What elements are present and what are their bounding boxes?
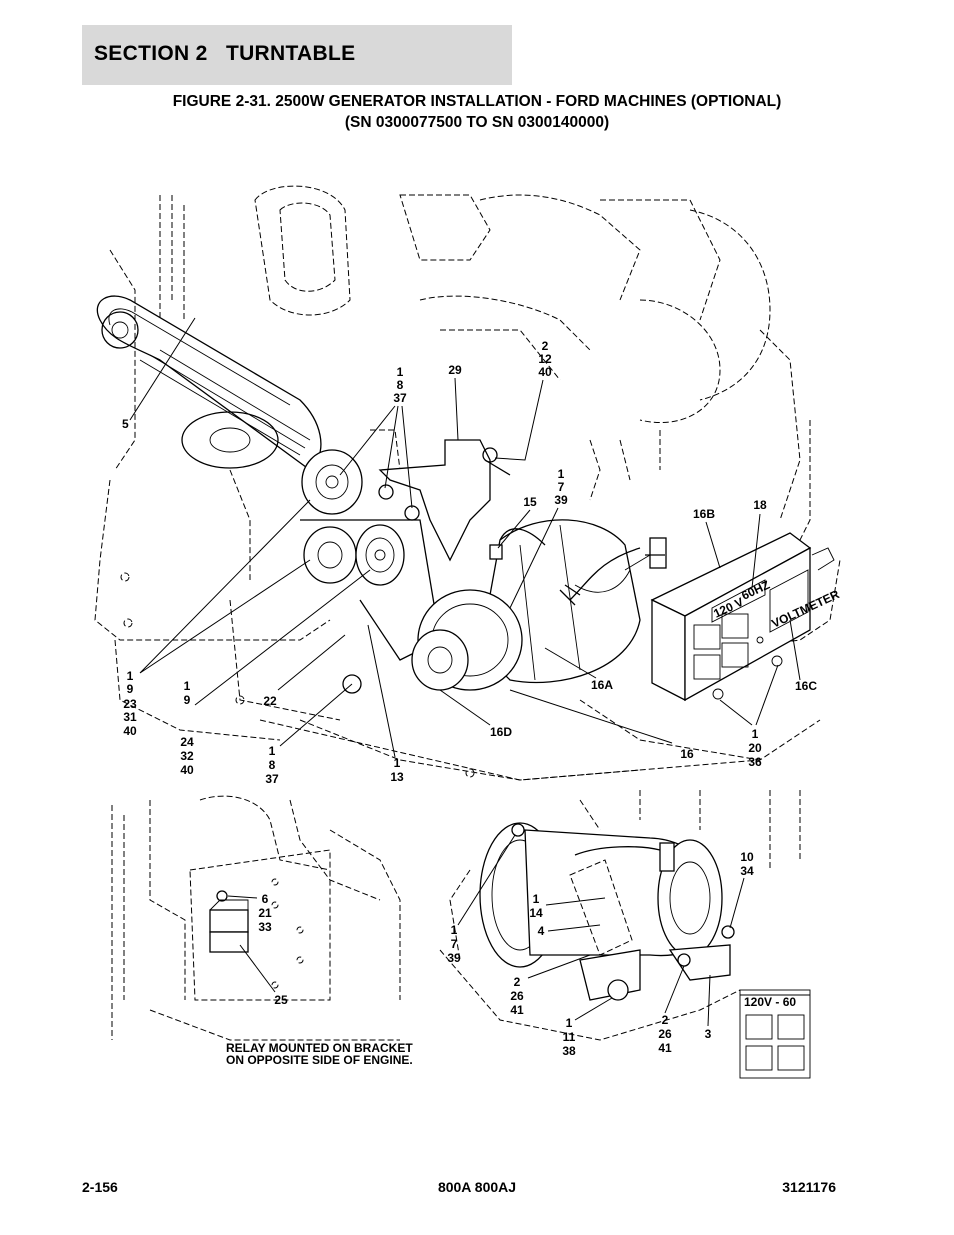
callout-16d: 16D: [490, 725, 512, 739]
callout-40-c: 40: [180, 763, 194, 777]
main-callouts: 5 1 8 37 29 2 12 40 1 7 39 15 16B 18 1 9…: [122, 317, 817, 786]
relay-note-line2: ON OPPOSITE SIDE OF ENGINE.: [226, 1053, 413, 1067]
callout-33: 33: [258, 920, 272, 934]
callout-3: 3: [705, 1027, 712, 1041]
callout-20: 20: [748, 741, 762, 755]
generator-bracket: [378, 439, 511, 562]
callout-39-b: 39: [447, 951, 461, 965]
page-number: 2-156: [82, 1179, 118, 1195]
callout-9-b: 9: [184, 693, 191, 707]
generator-inset: 120V - 60 10 34 1 14 4 1 7 39 2 26 41 1 …: [439, 790, 811, 1079]
callout-16b: 16B: [693, 507, 715, 521]
relay-inset: 6 21 33 25 RELAY MOUNTED ON BRACKET ON O…: [111, 795, 413, 1067]
generator-pulley: [342, 589, 523, 694]
callout-6: 6: [262, 892, 269, 906]
callout-21: 21: [258, 906, 272, 920]
callout-4: 4: [538, 924, 545, 938]
control-box: 120 V 60HZ VOLTMETER: [650, 532, 842, 702]
callout-1-i: 1: [451, 923, 458, 937]
callout-34: 34: [740, 864, 754, 878]
relay-note-line1: RELAY MOUNTED ON BRACKET: [226, 1041, 413, 1055]
callout-1-h: 1: [533, 892, 540, 906]
callout-10: 10: [740, 850, 754, 864]
callout-31: 31: [123, 710, 137, 724]
callout-7-a: 7: [558, 480, 565, 494]
figure-title: FIGURE 2-31. 2500W GENERATOR INSTALLATIO…: [172, 93, 782, 110]
callout-8-top: 8: [397, 378, 404, 392]
callout-40-a: 40: [538, 365, 552, 379]
section-title: SECTION 2 TURNTABLE: [94, 42, 356, 65]
callout-1-d: 1: [184, 679, 191, 693]
callout-26-b: 26: [658, 1027, 672, 1041]
callout-32: 32: [180, 749, 194, 763]
section-header: SECTION 2 TURNTABLE: [82, 25, 512, 85]
callout-24: 24: [180, 735, 194, 749]
callout-25: 25: [274, 993, 288, 1007]
callout-1-b: 1: [558, 467, 565, 481]
inset-panel-label: 120V - 60: [744, 995, 796, 1009]
callout-23: 23: [123, 697, 137, 711]
callout-1-f: 1: [394, 756, 401, 770]
callout-16a: 16A: [591, 678, 613, 692]
callout-39-a: 39: [554, 493, 568, 507]
callout-5: 5: [122, 417, 129, 431]
wiring-harness: [489, 528, 665, 601]
callout-2-b: 2: [514, 975, 521, 989]
callout-11: 11: [563, 1030, 576, 1044]
fan-belt: [96, 295, 322, 471]
callout-16: 16: [680, 747, 694, 761]
callout-9-a: 9: [127, 682, 134, 696]
callout-2-c: 2: [662, 1013, 669, 1027]
engine-outline: [94, 185, 841, 781]
model-name: 800A 800AJ: [437, 1179, 517, 1195]
callout-37-b: 37: [265, 772, 279, 786]
callout-26-a: 26: [510, 989, 524, 1003]
callout-1-j: 1: [566, 1016, 573, 1030]
callout-7-b: 7: [451, 937, 458, 951]
callout-2-a: 2: [542, 339, 549, 353]
callout-8-b: 8: [269, 758, 276, 772]
callout-40-b: 40: [123, 724, 137, 738]
callout-37-top: 37: [393, 391, 407, 405]
callout-29: 29: [448, 363, 462, 377]
callout-1-c: 1: [127, 669, 134, 683]
callout-1-g: 1: [752, 727, 759, 741]
callout-22: 22: [263, 694, 277, 708]
callout-41-a: 41: [510, 1003, 524, 1017]
manual-part-number: 3121176: [782, 1179, 836, 1195]
callout-36: 36: [748, 755, 762, 769]
callout-41-b: 41: [658, 1041, 672, 1055]
callout-14: 14: [529, 906, 543, 920]
callout-18: 18: [753, 498, 767, 512]
callout-16c: 16C: [795, 679, 817, 693]
callout-1-top: 1: [397, 365, 404, 379]
figure-serial-range: (SN 0300077500 TO SN 0300140000): [344, 114, 610, 131]
callout-1-e: 1: [269, 744, 276, 758]
callout-13: 13: [390, 770, 404, 784]
callout-12: 12: [538, 352, 552, 366]
callout-38: 38: [562, 1044, 576, 1058]
callout-15: 15: [523, 495, 537, 509]
